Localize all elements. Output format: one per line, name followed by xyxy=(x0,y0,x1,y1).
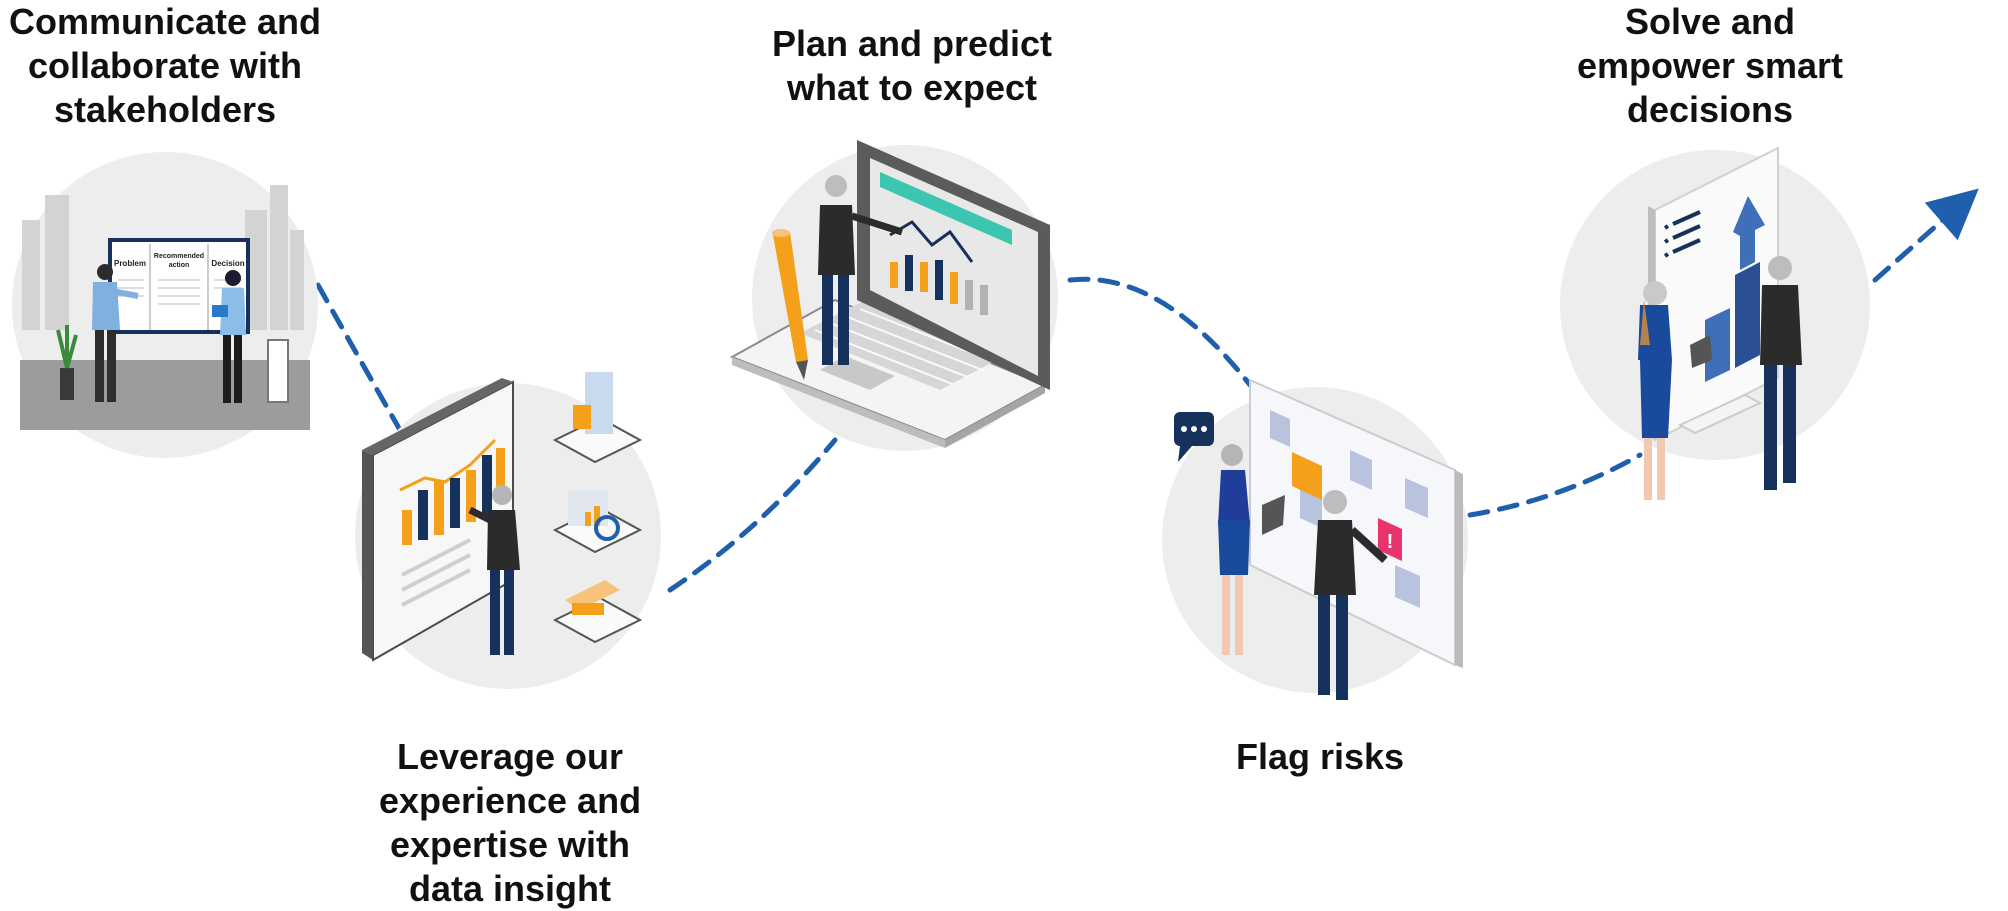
person-icon xyxy=(1768,256,1792,280)
person-icon xyxy=(1643,281,1667,305)
flag-risks-illustration: ! xyxy=(1162,378,1468,700)
step-label-leverage: Leverage our experience and expertise wi… xyxy=(378,736,642,909)
plan-illustration xyxy=(729,140,1058,451)
path-segment-3 xyxy=(1067,276,1253,388)
whiteboard-col-problem: Problem xyxy=(114,259,146,268)
person-icon xyxy=(492,485,512,505)
step-label-solve: Solve and empower smart decisions xyxy=(1576,1,1844,130)
person-icon xyxy=(97,264,113,280)
step-label-flag: Flag risks xyxy=(1235,736,1405,777)
calendar-tile-icon xyxy=(552,580,643,644)
magnifier-chart-icon xyxy=(552,490,643,554)
path-segment-1 xyxy=(315,282,403,433)
person-icon xyxy=(825,175,847,197)
step-label-plan: Plan and predict what to expect xyxy=(771,23,1053,108)
journey-path xyxy=(315,188,1979,593)
document-tile-icon xyxy=(552,372,643,464)
alert-card xyxy=(1378,518,1402,561)
path-segment-2 xyxy=(667,437,838,593)
bar-chart-icon xyxy=(402,448,505,545)
path-segment-4 xyxy=(1467,452,1643,518)
growth-arrow-icon xyxy=(1705,196,1765,382)
person-icon xyxy=(225,270,241,286)
path-segment-5 xyxy=(1872,188,1979,283)
whiteboard-col-decision: Decision xyxy=(211,259,244,268)
leverage-illustration xyxy=(355,372,661,689)
chat-bubble-icon xyxy=(1174,412,1214,462)
step-label-communicate: Communicate and collaborate with stakeho… xyxy=(8,1,322,130)
alert-icon: ! xyxy=(1387,531,1394,553)
person-icon xyxy=(1323,490,1347,514)
person-icon xyxy=(1221,444,1243,466)
solve-illustration xyxy=(1560,146,1870,500)
pencil-icon xyxy=(772,229,808,380)
